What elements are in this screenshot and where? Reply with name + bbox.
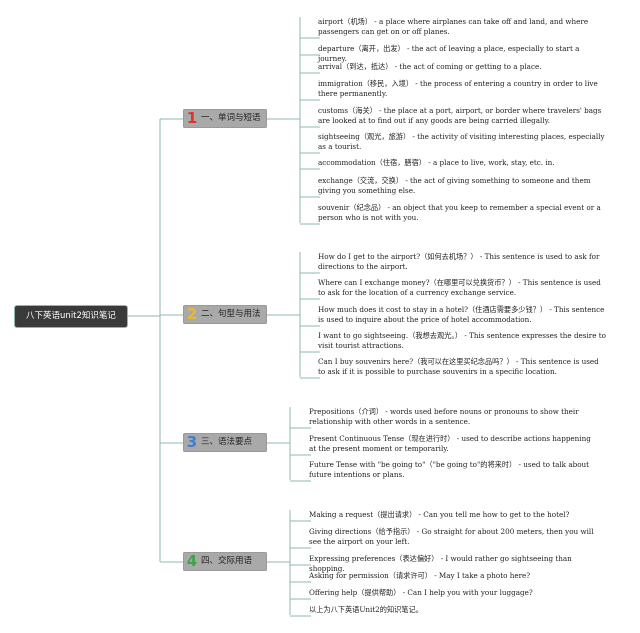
- leaf-note[interactable]: Present Continuous Tense（现在进行时） - used t…: [309, 434, 591, 453]
- leaf-note[interactable]: Asking for permission（请求许可） - May I take…: [309, 571, 531, 580]
- leaf-note[interactable]: arrival（到达，抵达） - the act of coming or ge…: [318, 62, 542, 71]
- leaf-note[interactable]: Can I buy souvenirs here?（我可以在这里买纪念品吗？） …: [318, 357, 599, 376]
- leaf-note[interactable]: I want to go sightseeing.（我想去观光。） - This…: [318, 331, 606, 350]
- branch-label: 四、交际用语: [201, 556, 253, 566]
- leaf-note[interactable]: 以上为八下英语Unit2的知识笔记。: [309, 605, 423, 614]
- leaf-note[interactable]: How much does it cost to stay in a hotel…: [318, 305, 605, 324]
- leaf-note[interactable]: Expressing preferences（表达偏好） - I would r…: [309, 554, 572, 573]
- leaf-note[interactable]: Giving directions（给予指示） - Go straight fo…: [309, 527, 594, 546]
- leaf-note[interactable]: Offering help（提供帮助） - Can I help you wit…: [309, 588, 533, 597]
- leaf-note[interactable]: airport（机场） - a place where airplanes ca…: [318, 17, 589, 36]
- leaf-note[interactable]: customs（海关） - the place at a port, airpo…: [318, 106, 602, 125]
- branch-label: 二、句型与用法: [201, 309, 261, 319]
- branch-number: 2: [186, 305, 198, 323]
- leaf-note[interactable]: Prepositions（介词） - words used before nou…: [309, 407, 579, 426]
- leaf-note[interactable]: souvenir（纪念品） - an object that you keep …: [318, 203, 601, 222]
- leaf-note[interactable]: departure（离开，出发） - the act of leaving a …: [318, 44, 580, 63]
- leaf-note[interactable]: Where can I exchange money?（在哪里可以兑换货币？） …: [318, 278, 601, 297]
- branch-number: 1: [186, 109, 198, 127]
- leaf-note[interactable]: exchange（交流，交换） - the act of giving some…: [318, 176, 591, 195]
- leaf-note[interactable]: immigration（移民，入境） - the process of ente…: [318, 79, 598, 98]
- branch-label: 三、语法要点: [201, 437, 253, 447]
- leaf-note[interactable]: accommodation（住宿，膳宿） - a place to live, …: [318, 158, 555, 167]
- root-node[interactable]: 八下英语unit2知识笔记: [14, 305, 128, 328]
- leaf-note[interactable]: Future Tense with "be going to"（"be goin…: [309, 460, 590, 479]
- leaf-note[interactable]: How do I get to the airport?（如何去机场？） - T…: [318, 252, 600, 271]
- branch-number: 4: [186, 552, 198, 570]
- leaf-note[interactable]: sightseeing（观光，旅游） - the activity of vis…: [318, 132, 605, 151]
- branch-number: 3: [186, 433, 198, 451]
- branch-label: 一、单词与短语: [201, 113, 261, 123]
- leaf-note[interactable]: Making a request（提出请求） - Can you tell me…: [309, 510, 570, 519]
